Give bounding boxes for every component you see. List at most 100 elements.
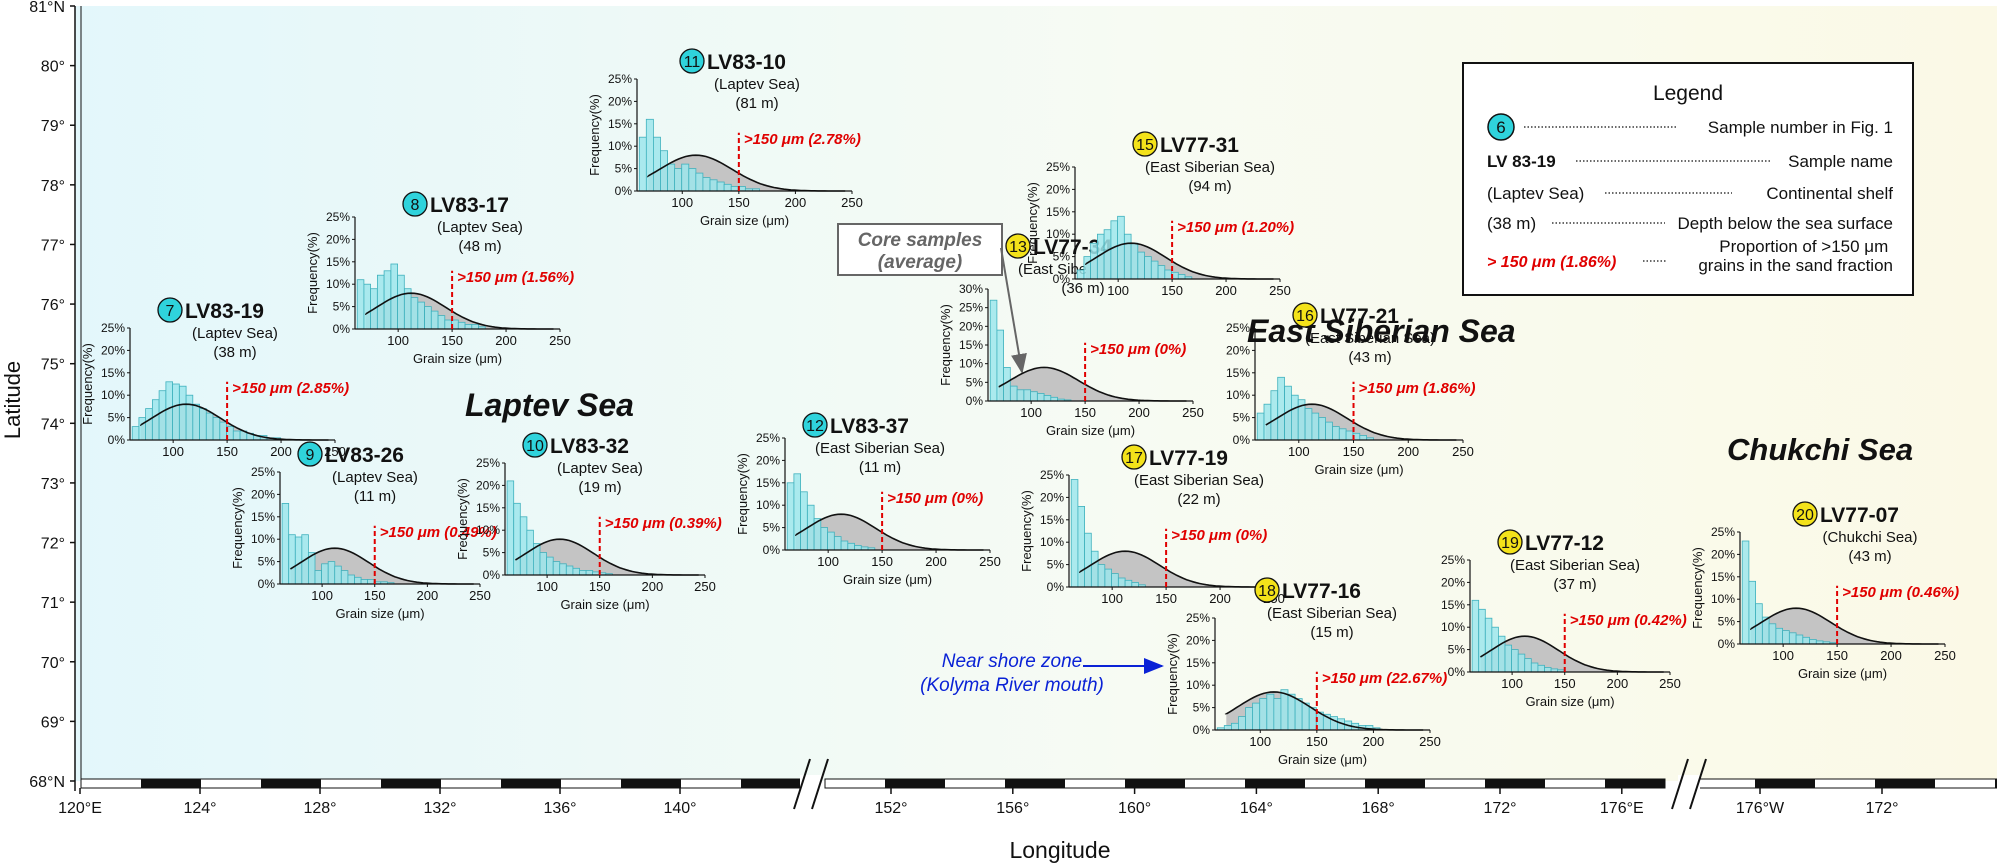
histogram-bar <box>1782 630 1790 645</box>
panel-y-tick-label: 10% <box>608 139 632 153</box>
panel-y-tick-label: 30% <box>959 282 983 296</box>
scale-bar-block <box>1005 779 1065 788</box>
histogram-bar <box>397 274 405 330</box>
lon-tick-label: 124° <box>183 800 216 817</box>
sample-region: (Laptev Sea) <box>332 469 418 486</box>
histogram-bar <box>1789 632 1797 645</box>
scale-bar-block <box>1755 779 1815 788</box>
histogram-bar <box>1097 564 1106 588</box>
threshold-label: >150 μm (0.46%) <box>1842 584 1959 601</box>
panel-x-tick-label: 150 <box>1306 734 1328 749</box>
sample-number: 15 <box>1136 137 1154 154</box>
histogram-bar <box>430 310 439 330</box>
histogram-bar <box>178 385 187 441</box>
histogram-bar <box>1091 550 1099 588</box>
panel-x-tick-label: 250 <box>1934 648 1956 663</box>
scale-bar-block <box>1485 779 1545 788</box>
sample-number: 8 <box>411 197 420 214</box>
near-shore-line1: Near shore zone <box>942 651 1082 672</box>
panel-y-tick-label: 25% <box>1441 553 1465 567</box>
axis-break-gap <box>800 775 822 792</box>
panel-y-tick-label: 0% <box>1053 272 1071 286</box>
histogram-bar <box>327 561 336 585</box>
histogram-bar <box>1259 698 1268 731</box>
scale-bar <box>1694 778 1997 789</box>
threshold-label: >150 μm (0.42%) <box>1570 612 1687 629</box>
histogram-bar <box>457 321 466 330</box>
lat-tick-label: 78° <box>41 178 65 195</box>
histogram-bar <box>403 288 412 330</box>
legend-region: (Laptev Sea) <box>1487 184 1584 203</box>
panel-y-tick-label: 5% <box>1448 643 1466 657</box>
lat-tick-label: 68°N <box>29 774 65 791</box>
sample-number-badge-icon <box>1792 501 1818 527</box>
histogram-bar <box>989 299 998 402</box>
panel-x-tick-label: 250 <box>1419 734 1441 749</box>
scale-bar-block <box>1245 779 1305 788</box>
scale-bar-block <box>621 779 681 788</box>
threshold-label: >150 μm (0%) <box>887 490 983 507</box>
histogram-bar <box>1484 617 1493 673</box>
panel-y-label: Frequency(%) <box>80 343 95 425</box>
sample-number: 7 <box>166 303 175 320</box>
histogram-bar <box>1345 430 1354 441</box>
panel-y-label: Frequency(%) <box>938 304 953 386</box>
lon-tick-label: 176°E <box>1600 800 1644 817</box>
panel-x-tick-label: 200 <box>1363 734 1385 749</box>
sample-region: (Laptev Sea) <box>557 460 643 477</box>
sample-number-badge-icon <box>679 48 705 74</box>
histogram-bar <box>1802 636 1810 645</box>
fit-area <box>998 367 1188 401</box>
histogram-bar <box>506 480 515 576</box>
sample-number-badge-icon <box>1254 577 1280 603</box>
lat-tick-label: 80° <box>41 59 65 76</box>
lon-tick-label: 172° <box>1483 800 1516 817</box>
panel-x-tick-label: 150 <box>1826 648 1848 663</box>
panel-y-tick-label: 20% <box>1226 343 1250 357</box>
lon-tick-label: 164° <box>1240 800 1273 817</box>
panel-y-tick-label: 20% <box>1711 547 1735 561</box>
histogram-bar <box>716 181 725 192</box>
panel-y-tick-label: 5% <box>966 375 984 389</box>
histogram-bar <box>1311 412 1320 441</box>
legend-desc-5-line1: Proportion of >150 μm <box>1719 237 1888 256</box>
panel-x-label: Grain size (μm) <box>1798 666 1887 681</box>
panel-y-tick-label: 20% <box>1040 490 1064 504</box>
scale-bar-block <box>261 779 321 788</box>
sample-depth: (38 m) <box>213 344 256 361</box>
histogram-bar <box>674 168 683 192</box>
sample-number-badge-icon <box>802 412 828 438</box>
sample-number: 20 <box>1796 507 1814 524</box>
panel-x-tick-label: 250 <box>1659 676 1681 691</box>
panel-y-label: Frequency(%) <box>735 453 750 535</box>
panel-y-label: Frequency(%) <box>305 232 320 314</box>
threshold-label: >150 μm (0.39%) <box>605 515 722 532</box>
threshold-label: >150 μm (1.20%) <box>1177 219 1294 236</box>
histogram-bar <box>1530 662 1539 673</box>
histogram-bar <box>793 473 802 551</box>
lat-tick-label: 79° <box>41 118 65 135</box>
histogram-bar <box>1511 649 1519 673</box>
sample-region: (East Siberian Sea) <box>1510 557 1640 574</box>
panel-x-tick-label: 100 <box>671 195 693 210</box>
histogram-bar <box>367 579 375 585</box>
panel-x-tick-label: 200 <box>417 588 439 603</box>
lat-tick-label: 74° <box>41 416 65 433</box>
lon-tick-label: 120°E <box>58 800 102 817</box>
panel-y-label: Frequency(%) <box>455 478 470 560</box>
near-shore-line2: (Kolyma River mouth) <box>920 675 1104 696</box>
panel-y-label: Frequency(%) <box>1025 182 1040 264</box>
lon-tick-label: 172° <box>1865 800 1898 817</box>
sample-number-badge-icon <box>402 191 428 217</box>
sample-number-badge-icon <box>1005 233 1031 259</box>
histogram-bar <box>437 315 446 330</box>
axis-break-slash <box>793 758 811 810</box>
panel-y-tick-label: 5% <box>1233 411 1251 425</box>
panel-y-tick-label: 0% <box>615 184 633 198</box>
x-axis-title: Longitude <box>1009 837 1110 863</box>
panel-x-tick-label: 100 <box>817 554 839 569</box>
histogram-bar <box>138 417 146 441</box>
